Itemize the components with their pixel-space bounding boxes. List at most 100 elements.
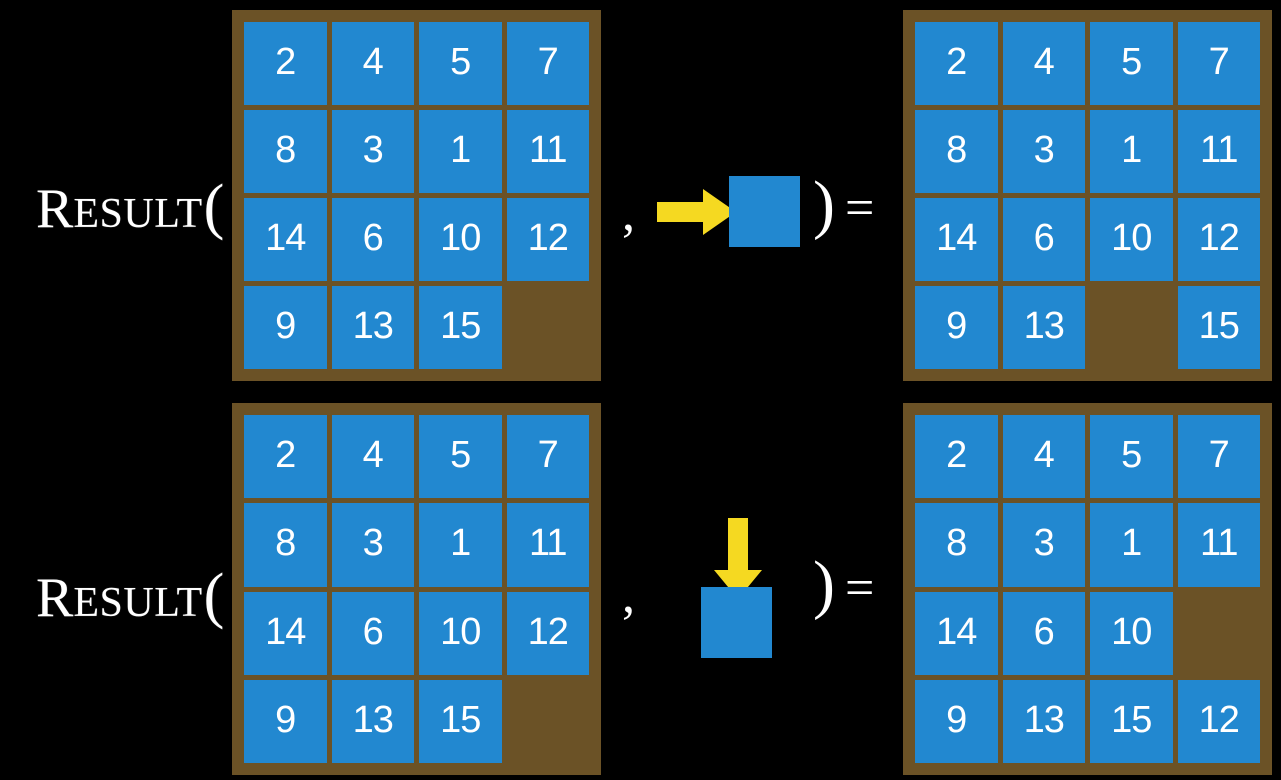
tile[interactable]: 10 [419, 591, 502, 675]
empty-slot [507, 286, 590, 369]
action-tile-row-1[interactable] [729, 176, 800, 247]
result-close-paren-row-1: ) [813, 168, 835, 241]
arrow-down-icon [714, 518, 762, 599]
separator-comma-row-2: , [622, 567, 635, 624]
tile-number: 11 [529, 129, 567, 171]
tile[interactable]: 5 [419, 22, 502, 105]
tile[interactable]: 14 [915, 591, 998, 675]
tile[interactable]: 3 [1002, 503, 1085, 587]
tile[interactable]: 5 [1090, 415, 1173, 499]
tile[interactable]: 10 [1090, 198, 1173, 281]
result-open-paren: ( [203, 562, 225, 630]
tile[interactable]: 11 [506, 503, 589, 587]
tile-number: 11 [529, 522, 567, 565]
tile[interactable]: 14 [915, 198, 998, 281]
result-label-row-2: RESULT( [36, 565, 224, 627]
tile[interactable]: 4 [331, 22, 414, 105]
tile[interactable]: 6 [1002, 591, 1085, 675]
equals-sign-row-2: = [845, 560, 875, 617]
tile[interactable]: 12 [1177, 679, 1260, 763]
tile[interactable]: 9 [244, 679, 327, 763]
tile-number: 1 [450, 129, 471, 171]
tile-number: 12 [1198, 217, 1240, 259]
tile[interactable]: 4 [1002, 22, 1085, 105]
tile-number: 10 [1111, 217, 1152, 259]
tile[interactable]: 11 [1177, 503, 1260, 587]
tile[interactable]: 6 [1002, 198, 1085, 281]
tile[interactable]: 8 [915, 110, 998, 193]
result-label-cap: R [36, 178, 74, 240]
tile[interactable]: 5 [419, 415, 502, 499]
tile[interactable]: 4 [1002, 415, 1085, 499]
tile[interactable]: 7 [506, 22, 589, 105]
tile-number: 15 [1111, 698, 1152, 741]
tile[interactable]: 3 [1002, 110, 1085, 193]
tile[interactable]: 9 [915, 286, 998, 369]
tile[interactable]: 2 [244, 22, 327, 105]
tile[interactable]: 7 [1177, 22, 1260, 105]
tile[interactable]: 5 [1090, 22, 1173, 105]
tile[interactable]: 3 [331, 110, 414, 193]
tile[interactable]: 12 [506, 591, 589, 675]
tile[interactable]: 6 [331, 591, 414, 675]
tile-number: 11 [1200, 522, 1238, 565]
tile[interactable]: 13 [1002, 286, 1085, 369]
tile[interactable]: 4 [331, 415, 414, 499]
tile[interactable]: 8 [244, 110, 327, 193]
tile-number: 9 [946, 698, 967, 741]
tile[interactable]: 8 [915, 503, 998, 587]
tile[interactable]: 12 [506, 198, 589, 281]
tile[interactable]: 10 [1090, 591, 1173, 675]
action-tile-row-2[interactable] [701, 587, 772, 658]
tile[interactable]: 7 [506, 415, 589, 499]
tile-number: 12 [527, 610, 569, 653]
tile-number: 13 [352, 698, 394, 741]
tile[interactable]: 11 [506, 110, 589, 193]
tile[interactable]: 9 [244, 286, 327, 369]
tile[interactable]: 13 [1002, 679, 1085, 763]
tile[interactable]: 7 [1177, 415, 1260, 499]
tile[interactable]: 13 [331, 679, 414, 763]
tile[interactable]: 10 [419, 198, 502, 281]
tile[interactable]: 14 [244, 198, 327, 281]
tile-number: 3 [362, 522, 384, 565]
tile[interactable]: 15 [1090, 679, 1173, 763]
tile[interactable]: 6 [331, 198, 414, 281]
tile[interactable]: 12 [1177, 198, 1260, 281]
tile[interactable]: 15 [419, 679, 502, 763]
tile-number: 5 [450, 41, 471, 83]
tile[interactable]: 8 [244, 503, 327, 587]
tile-number: 9 [275, 698, 296, 741]
tile-number: 1 [1121, 522, 1142, 565]
result-label-cap: R [36, 567, 74, 629]
tile-number: 5 [1121, 41, 1142, 83]
tile[interactable]: 13 [331, 286, 414, 369]
tile[interactable]: 11 [1177, 110, 1260, 193]
tile[interactable]: 3 [331, 503, 414, 587]
tile[interactable]: 1 [1090, 503, 1173, 587]
tile[interactable]: 2 [244, 415, 327, 499]
tile[interactable]: 15 [419, 286, 502, 369]
separator-comma-row-1: , [622, 185, 635, 242]
tile[interactable]: 14 [244, 591, 327, 675]
tile[interactable]: 2 [915, 22, 998, 105]
empty-slot [1090, 286, 1173, 369]
tile-number: 11 [1200, 129, 1238, 171]
tile-number: 1 [450, 522, 471, 565]
tile-number: 13 [1023, 698, 1065, 741]
tile[interactable]: 1 [419, 110, 502, 193]
tile[interactable]: 1 [1090, 110, 1173, 193]
tile[interactable]: 15 [1177, 286, 1260, 369]
tile[interactable]: 2 [915, 415, 998, 499]
tile-number: 3 [1033, 129, 1055, 171]
tile[interactable]: 1 [419, 503, 502, 587]
tile[interactable]: 9 [915, 679, 998, 763]
tile-number: 9 [275, 305, 296, 347]
